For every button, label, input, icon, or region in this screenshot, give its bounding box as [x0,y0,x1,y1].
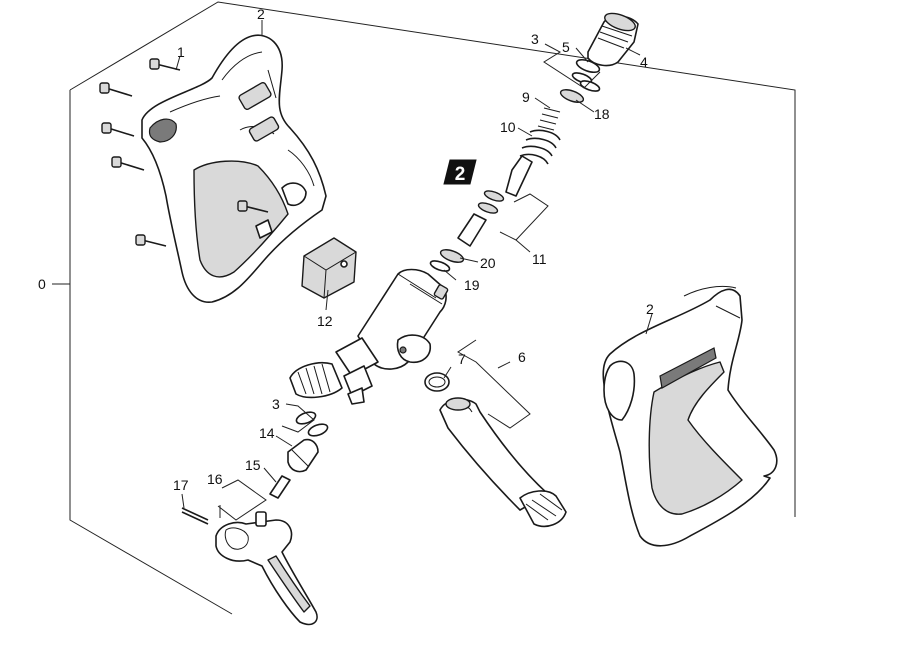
trigger-lever [215,511,318,626]
callout-4: 4 [640,54,648,70]
pin [269,475,291,499]
callout-14: 14 [259,425,275,441]
handle-shell-left [141,34,327,303]
callout-3-upper: 3 [531,31,539,47]
assembly-frame [69,1,796,615]
callout-12: 12 [317,313,333,329]
section-badge: 2 [443,159,477,185]
callout-2-left: 2 [257,6,265,22]
callout-2-right: 2 [646,301,654,317]
extension-tube [424,372,567,528]
screws [99,58,269,247]
callout-1: 1 [177,44,185,60]
callout-10: 10 [500,119,516,135]
callout-5: 5 [562,39,570,55]
callout-3-lower: 3 [272,396,280,412]
callout-0: 0 [38,276,46,292]
sleeve [287,438,319,473]
handle-assembled-right [602,285,778,547]
callout-6: 6 [518,349,526,365]
callout-18: 18 [594,106,610,122]
callout-17: 17 [173,477,189,493]
callout-9: 9 [522,89,530,105]
callout-11: 11 [532,251,547,267]
section-badge-number: 2 [455,164,466,185]
trigger-pin [181,507,209,525]
callout-7: 7 [458,351,466,367]
callout-16: 16 [207,471,223,487]
valve-body [289,268,449,405]
leader-lines [52,20,653,521]
callout-15: 15 [245,457,261,473]
callout-19: 19 [464,277,480,293]
callout-labels: 0 1 2 2 3 3 4 5 6 7 9 10 11 12 14 15 16 … [38,6,654,493]
callout-20: 20 [480,255,496,271]
o-rings-lower [295,411,329,437]
upper-valve-stack [429,12,639,272]
locking-clip [301,237,357,299]
